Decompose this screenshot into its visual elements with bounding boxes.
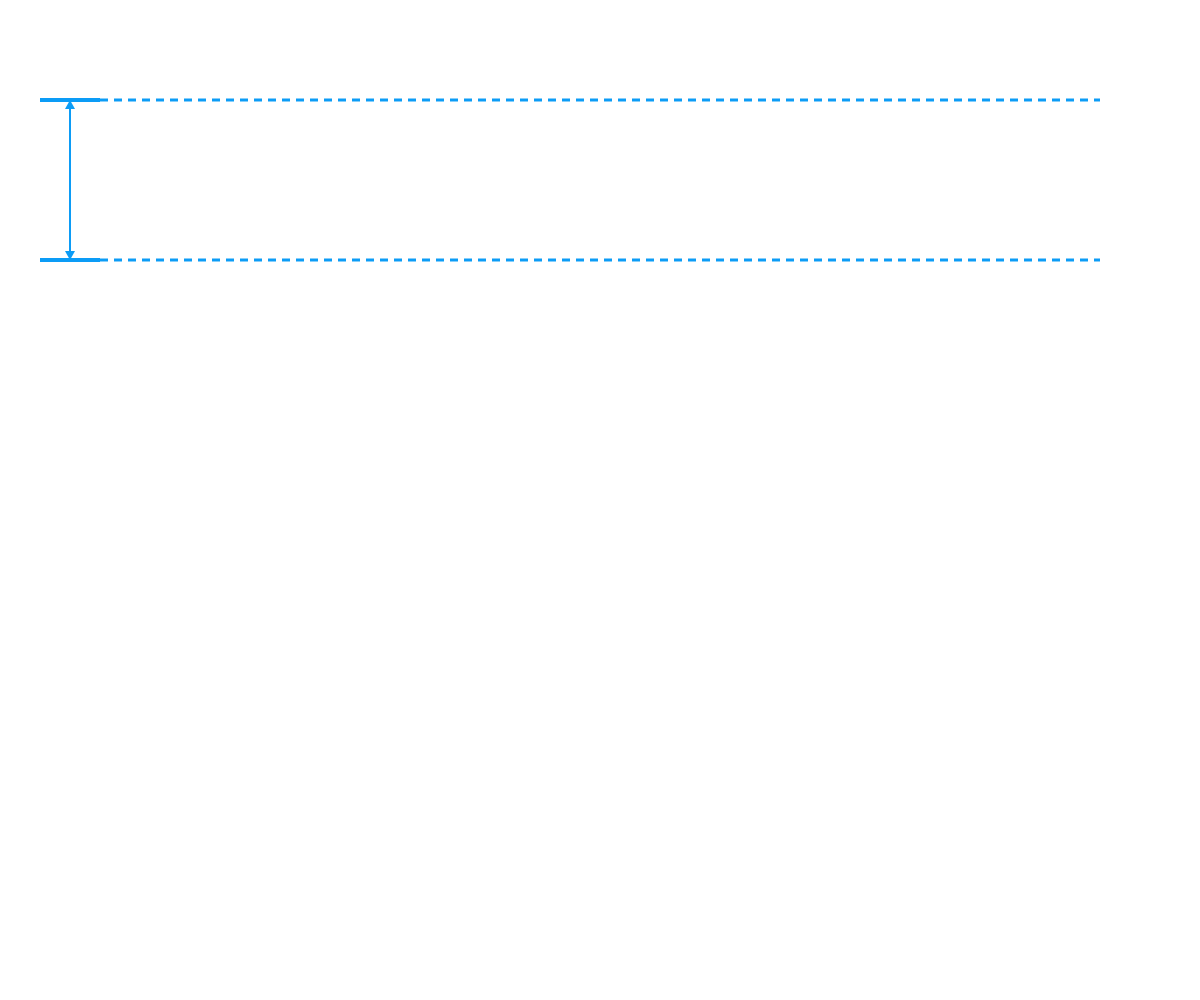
arrowhead-up-icon (65, 100, 75, 109)
arrowhead-down-icon (65, 251, 75, 260)
double-headed-arrow (65, 100, 75, 260)
